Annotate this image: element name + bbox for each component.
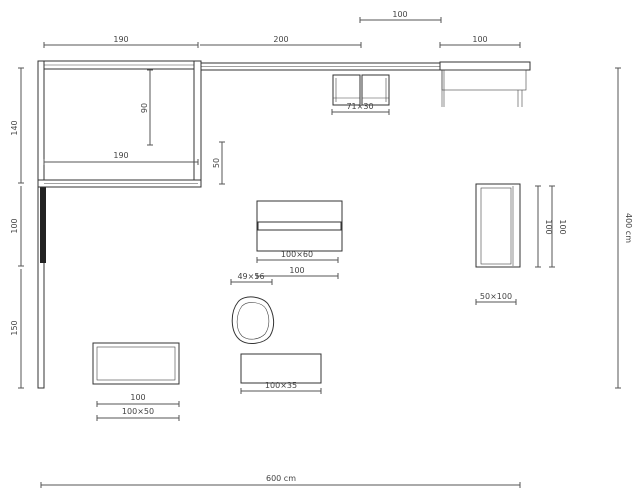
dim-left-140: 140 [10, 120, 19, 135]
window-units [332, 74, 390, 106]
dim-top-100: 100 [392, 10, 407, 19]
sofa-seat [257, 221, 342, 231]
dim-bench-length: 100 [130, 393, 145, 402]
dim-wardrobe-size: 50×100 [480, 292, 512, 301]
dim-chair-size: 49×56 [237, 272, 264, 281]
dim-left-100: 100 [10, 218, 19, 233]
coffee-table [240, 353, 322, 384]
armchair-shape [231, 296, 275, 344]
dim-wall-100-right: 100 [472, 35, 487, 44]
armchair [231, 296, 275, 344]
bench-inner [96, 346, 176, 381]
dim-post-50: 50 [212, 158, 221, 168]
dim-bench-size: 100×50 [122, 407, 154, 416]
dim-sofa-size: 100×60 [281, 250, 313, 259]
dimensions: 100 190 200 100 90 190 50 71×3 [10, 10, 633, 488]
wardrobe-inner [480, 187, 512, 265]
dim-wardrobe-height-a: 100 [544, 219, 553, 234]
dim-right-total: 400 cm [624, 213, 633, 243]
dim-room-190: 190 [113, 151, 128, 160]
sofa [256, 200, 343, 252]
top-right-counter [439, 61, 531, 71]
walls [37, 60, 531, 389]
window-unit-right [361, 74, 390, 106]
bench [92, 342, 180, 385]
dim-wall-200: 200 [273, 35, 288, 44]
coffee-table-top [240, 353, 322, 384]
dim-window-71x30: 71×30 [346, 102, 373, 111]
dim-bottom-total: 600 cm [266, 474, 296, 483]
wardrobe-body [475, 183, 521, 268]
dim-sofa-length: 100 [289, 266, 304, 275]
left-window [40, 185, 46, 263]
dim-wall-190: 190 [113, 35, 128, 44]
bench-body [92, 342, 180, 385]
dim-table-size: 100×35 [265, 381, 297, 390]
dim-wardrobe-height-b: 100 [558, 219, 567, 234]
room-right-wall [193, 60, 202, 188]
window-unit-left [332, 74, 361, 106]
top-right-cabinet [441, 69, 527, 91]
dim-room-90: 90 [140, 103, 149, 113]
dim-left-150: 150 [10, 320, 19, 335]
wardrobe [475, 183, 521, 268]
